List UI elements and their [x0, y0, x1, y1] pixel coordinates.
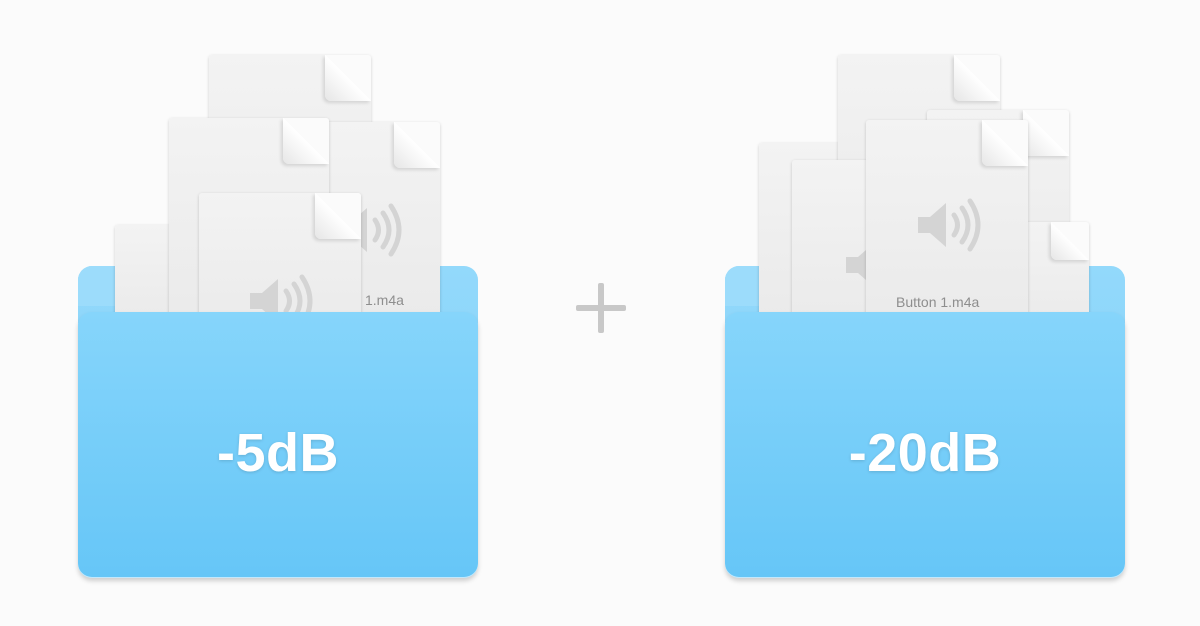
folder-label: -5dB	[217, 423, 339, 483]
folder-front-icon[interactable]: -5dB	[78, 312, 478, 578]
folder-group-minus-5db[interactable]: 1.m4a -5dB	[70, 0, 490, 626]
file-name-label: 1.m4a	[365, 292, 404, 308]
plus-icon	[576, 283, 626, 333]
folder-group-minus-20db[interactable]: Button 1.m4a -20dB	[717, 0, 1137, 626]
speaker-icon	[914, 195, 984, 255]
folder-label: -20dB	[848, 423, 1002, 483]
file-name-label: Button 1.m4a	[896, 294, 980, 310]
folder-front-icon[interactable]: -20dB	[725, 312, 1125, 578]
audio-file-icon[interactable]	[199, 193, 361, 333]
audio-file-icon[interactable]: Button 1.m4a	[866, 120, 1028, 330]
